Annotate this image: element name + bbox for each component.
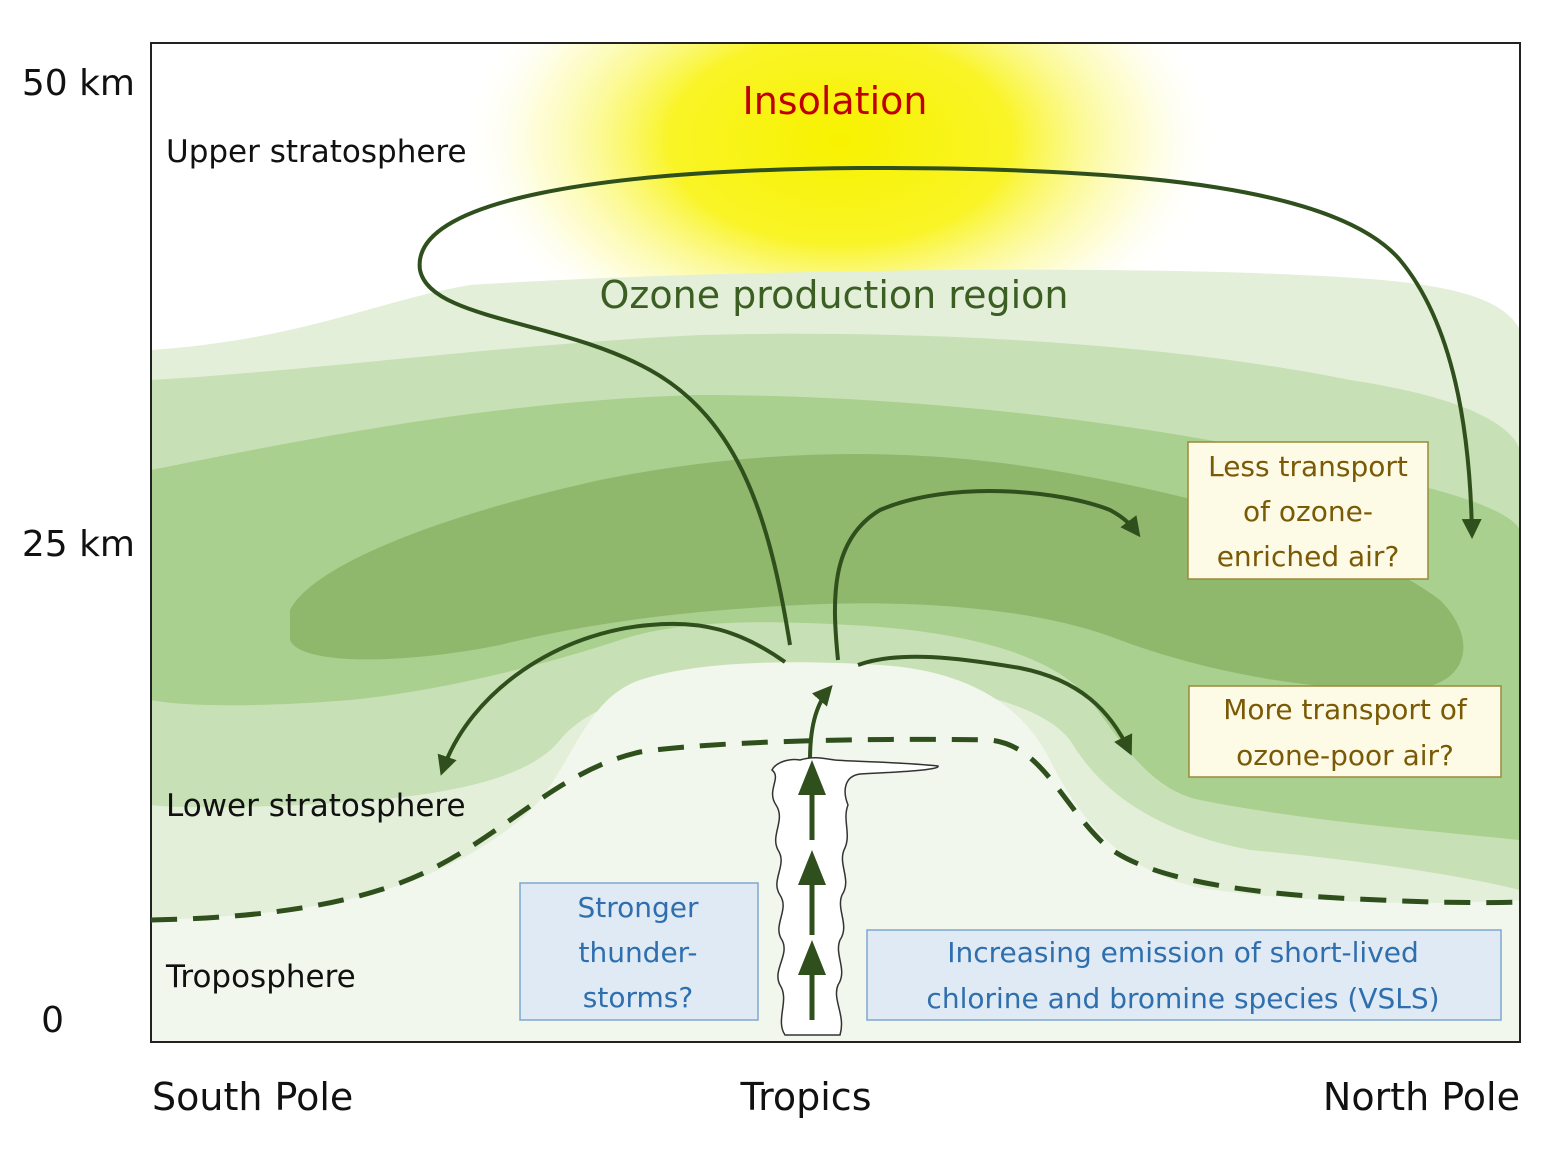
- x-axis-label-north-pole: North Pole: [1323, 1075, 1520, 1119]
- vsls-line-2: chlorine and bromine species (VSLS): [926, 982, 1439, 1015]
- tropopause-dashed-line: [150, 736, 1521, 923]
- ozone-band-inner: [290, 453, 1464, 690]
- diagram-frame: [150, 42, 1521, 1043]
- arrow-convection-top: [808, 684, 833, 761]
- region-label-troposphere: Troposphere: [165, 959, 356, 995]
- less-transport-line-3: enriched air?: [1217, 540, 1400, 573]
- vsls-line-1: Increasing emission of short-lived: [947, 936, 1419, 969]
- less-transport-line-1: Less transport: [1208, 450, 1408, 483]
- annotation-box-less-transport: Less transport of ozone- enriched air?: [1187, 441, 1429, 580]
- x-axis-label-south-pole: South Pole: [152, 1075, 353, 1119]
- thunderstorms-line-2: thunder-: [578, 936, 697, 969]
- insolation-label: Insolation: [743, 79, 928, 123]
- y-axis-label-25km: 25 km: [22, 524, 135, 565]
- y-axis-label-0: 0: [41, 1000, 64, 1041]
- arrow-big-loop-to-north: [417, 165, 1482, 646]
- y-axis-label-50km: 50 km: [22, 63, 135, 104]
- arrow-lower-to-north: [857, 654, 1133, 756]
- annotation-box-thunderstorms: Stronger thunder- storms?: [519, 882, 759, 1021]
- x-axis-label-tropics: Tropics: [739, 1075, 871, 1119]
- more-transport-line-2: ozone-poor air?: [1236, 739, 1454, 772]
- thunderstorms-line-1: Stronger: [577, 891, 699, 924]
- annotation-box-vsls: Increasing emission of short-lived chlor…: [866, 929, 1502, 1021]
- convection-up-arrows: [798, 760, 826, 1020]
- region-label-upper-stratosphere: Upper stratosphere: [166, 134, 467, 170]
- diagram-background: [151, 43, 1520, 1042]
- region-label-lower-stratosphere: Lower stratosphere: [166, 788, 466, 824]
- annotation-box-more-transport: More transport of ozone-poor air?: [1188, 685, 1502, 778]
- arrow-lower-to-south: [437, 621, 787, 776]
- ozone-production-region-label: Ozone production region: [600, 273, 1069, 317]
- thunderstorms-line-3: storms?: [583, 981, 693, 1014]
- arrow-mid-loop-to-north: [832, 489, 1141, 661]
- less-transport-line-2: of ozone-: [1243, 495, 1373, 528]
- more-transport-line-1: More transport of: [1223, 693, 1468, 726]
